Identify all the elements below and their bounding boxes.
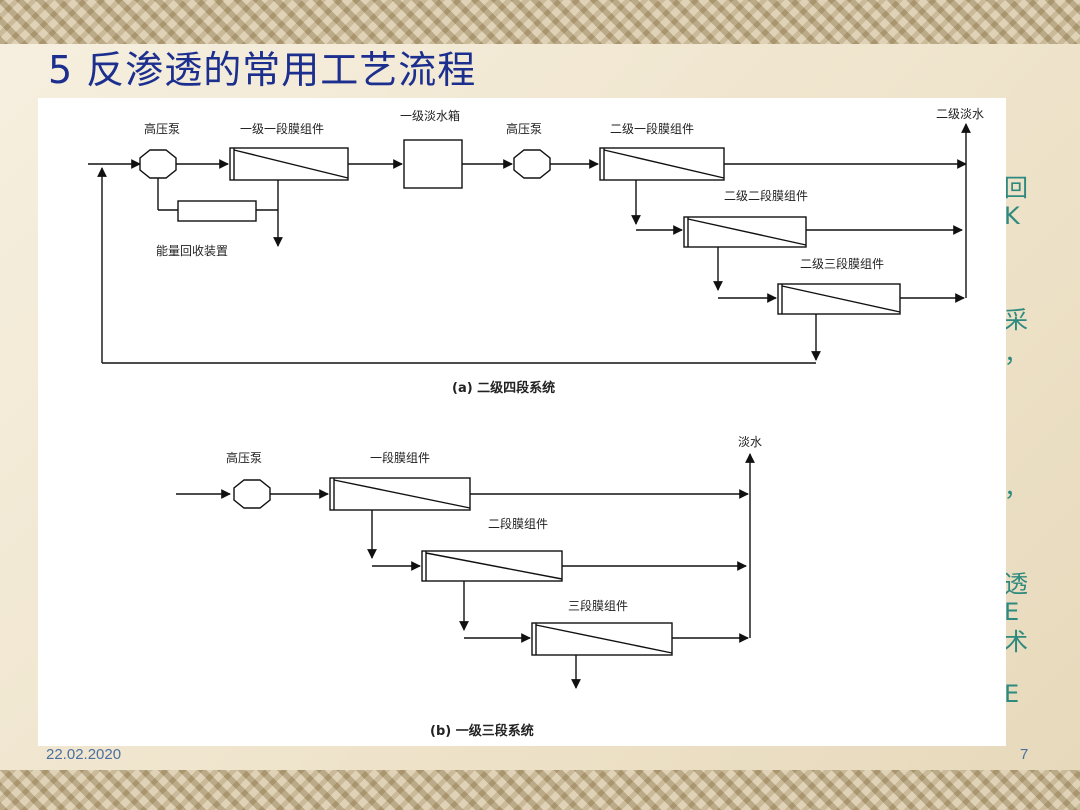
membrane-diagonal: [233, 149, 349, 179]
label-l2s1-module: 二级一段膜组件: [610, 121, 694, 136]
body-text-fragment: E: [1004, 598, 1020, 626]
label-pump1: 高压泵: [144, 121, 180, 136]
membrane-diagonal: [603, 149, 725, 179]
membrane-diagonal: [535, 624, 673, 654]
membrane-diagonal: [333, 479, 471, 509]
process-flow-diagram: 高压泵 一级一段膜组件 一级淡水箱 高压泵 二级一段膜组件 二级淡水 二级二段膜…: [38, 98, 1006, 746]
caption-b: (b) 一级三段系统: [430, 723, 534, 739]
slide-title: 5 反渗透的常用工艺流程: [48, 48, 477, 92]
membrane-diagonal: [781, 285, 901, 313]
flow-diagram-svg: 高压泵 一级一段膜组件 一级淡水箱 高压泵 二级一段膜组件 二级淡水 二级二段膜…: [88, 107, 984, 739]
body-text-fragment: E: [1004, 680, 1020, 708]
label-pump-b: 高压泵: [226, 450, 262, 465]
label-s2-module: 二段膜组件: [488, 516, 548, 531]
body-text-fragment: K: [1004, 202, 1020, 230]
label-product-a: 二级淡水: [936, 107, 984, 121]
label-l1s1-module: 一级一段膜组件: [240, 121, 324, 136]
label-l2s3-module: 二级三段膜组件: [800, 256, 884, 271]
label-product-b: 淡水: [738, 435, 762, 449]
membrane-diagonal: [425, 552, 563, 580]
label-s1-module: 一段膜组件: [370, 450, 430, 465]
body-text-fragment: ，: [1004, 474, 1028, 502]
caption-a: (a) 二级四段系统: [452, 380, 555, 396]
freshwater-tank: [403, 139, 463, 189]
slide-date: 22.02.2020: [46, 746, 122, 763]
label-l2s2-module: 二级二段膜组件: [724, 188, 808, 203]
label-energy-recovery: 能量回收装置: [156, 244, 228, 258]
body-text-fragment: 术: [1004, 628, 1028, 656]
body-text-fragment: 透: [1004, 570, 1028, 598]
membrane-diagonal: [687, 218, 807, 246]
high-pressure-pump-icon: [233, 479, 271, 509]
energy-recovery-device: [177, 200, 257, 222]
high-pressure-pump-icon: [139, 149, 177, 179]
label-tank: 一级淡水箱: [400, 108, 460, 123]
decorative-border-top: [0, 0, 1080, 44]
body-text-fragment: ，: [1004, 340, 1028, 368]
decorative-border-bottom: [0, 770, 1080, 810]
page-number: 7: [1020, 746, 1029, 763]
body-text-fragment: 回: [1004, 174, 1028, 202]
label-pump2: 高压泵: [506, 121, 542, 136]
label-s3-module: 三段膜组件: [568, 598, 628, 613]
high-pressure-pump-icon: [513, 149, 551, 179]
body-text-fragment: 采: [1004, 306, 1028, 334]
